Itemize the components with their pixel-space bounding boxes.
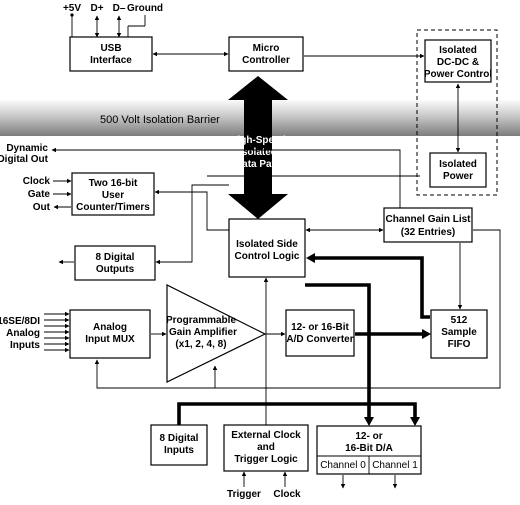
pin-dplus-label: D+ — [90, 3, 103, 14]
digital-inputs-block — [150, 424, 208, 466]
counter-link — [154, 189, 229, 231]
analog-line1: 16SE/8DI — [0, 316, 40, 327]
control-dac-bus-head — [364, 417, 374, 426]
out-label: Out — [33, 202, 51, 213]
fifo-line1: 512 — [451, 315, 468, 326]
fifo-control-bus — [313, 256, 430, 319]
usb-interface-line2: Interface — [90, 55, 132, 66]
fifo-block — [430, 309, 488, 359]
clock-label: Clock — [23, 176, 51, 187]
side-ctrl-line1: Isolated Side — [236, 239, 298, 250]
isolated-power-block — [429, 152, 487, 188]
dynamic-out-line — [51, 147, 401, 226]
pin-5v-label: +5V — [63, 3, 81, 14]
data-path-arrow — [228, 76, 288, 219]
trigger-label: Trigger — [227, 489, 261, 500]
analog-input-arrows — [44, 311, 70, 353]
isolated-enclosure — [416, 29, 498, 196]
gainlist-feedback — [94, 229, 501, 389]
counter-line2: User — [102, 190, 124, 201]
micro-controller-line1: Micro — [253, 43, 280, 54]
mux-line1: Analog — [93, 322, 127, 333]
dig-in-line2: Inputs — [164, 445, 194, 456]
digital-outputs-block — [74, 245, 156, 281]
ext-clock-trigger-block — [223, 424, 309, 472]
pin-ground-label: Ground — [127, 3, 163, 14]
dcdc-line1: Isolated — [439, 45, 477, 56]
gain-list-line2: (32 Entries) — [401, 227, 455, 238]
dac-channel0: Channel 0 — [320, 460, 366, 471]
data-path-line2: Isolated — [239, 147, 277, 158]
adc-line1: 12- or 16-Bit — [291, 322, 349, 333]
usb-interface-block — [69, 36, 153, 72]
dig-in-line1: 8 Digital — [160, 433, 199, 444]
iso-power-line2: Power — [443, 171, 473, 182]
pin-5v-dot — [70, 13, 74, 17]
digital-inputs-bus — [177, 402, 417, 425]
pga-line1: Programmable — [166, 315, 236, 326]
fifo-control-bus-head — [306, 253, 315, 263]
adc-block — [285, 309, 355, 357]
analog-mux-block — [69, 309, 151, 359]
dac-line2: 16-Bit D/A — [345, 443, 393, 454]
dynamic-label-line2: Digital Out — [0, 154, 49, 165]
dac-line1: 12- or — [355, 431, 382, 442]
pga-triangle — [166, 284, 267, 383]
isolation-barrier-label: 500 Volt Isolation Barrier — [100, 114, 220, 126]
mux-line2: Input MUX — [85, 334, 135, 345]
analog-line3: Inputs — [10, 340, 40, 351]
iso-power-line1: Isolated — [439, 159, 477, 170]
gate-label: Gate — [28, 189, 51, 200]
analog-line2: Analog — [6, 328, 40, 339]
adc-fifo-bus-head — [422, 329, 431, 339]
micro-controller-line2: Controller — [242, 55, 290, 66]
ext-clock-line3: Trigger Logic — [234, 454, 298, 465]
micro-controller-block — [228, 36, 304, 72]
usb-interface-line1: USB — [100, 43, 121, 54]
side-ctrl-line2: Control Logic — [235, 251, 300, 262]
dig-out-line2: Outputs — [96, 264, 135, 275]
dcdc-line3: Power Control — [424, 69, 493, 80]
dig-out-line1: 8 Digital — [96, 252, 135, 263]
side-control-logic-block — [228, 218, 306, 278]
fifo-line3: FIFO — [448, 339, 471, 350]
digital-inputs-bus-head — [410, 417, 420, 426]
counter-line3: Counter/Timers — [76, 202, 150, 213]
dig-out-link — [155, 184, 229, 265]
counter-line1: Two 16-bit — [89, 178, 138, 189]
dac-channel1: Channel 1 — [372, 460, 418, 471]
dcdc-line2: DC-DC & — [437, 57, 479, 68]
pga-line2: Gain Amplifier — [169, 327, 237, 338]
data-path-line1: High-Speed — [230, 135, 286, 146]
control-adc-bus — [305, 283, 371, 420]
clock-bottom-label: Clock — [273, 489, 301, 500]
channel-gain-list-block — [383, 207, 473, 243]
ext-clock-line1: External Clock — [231, 430, 301, 441]
pin-dminus-label: D– — [113, 3, 126, 14]
data-path-line3: Data Path — [235, 159, 281, 170]
pga-line3: (x1, 2, 4, 8) — [175, 339, 226, 350]
gain-list-line1: Channel Gain List — [385, 214, 471, 225]
dynamic-label-line1: Dynamic — [6, 143, 48, 154]
counter-timers-block — [71, 172, 155, 216]
fifo-line2: Sample — [441, 327, 477, 338]
adc-line2: A/D Converter — [286, 334, 353, 345]
dcdc-power-control-block — [424, 39, 492, 83]
ext-clock-line2: and — [257, 442, 275, 453]
